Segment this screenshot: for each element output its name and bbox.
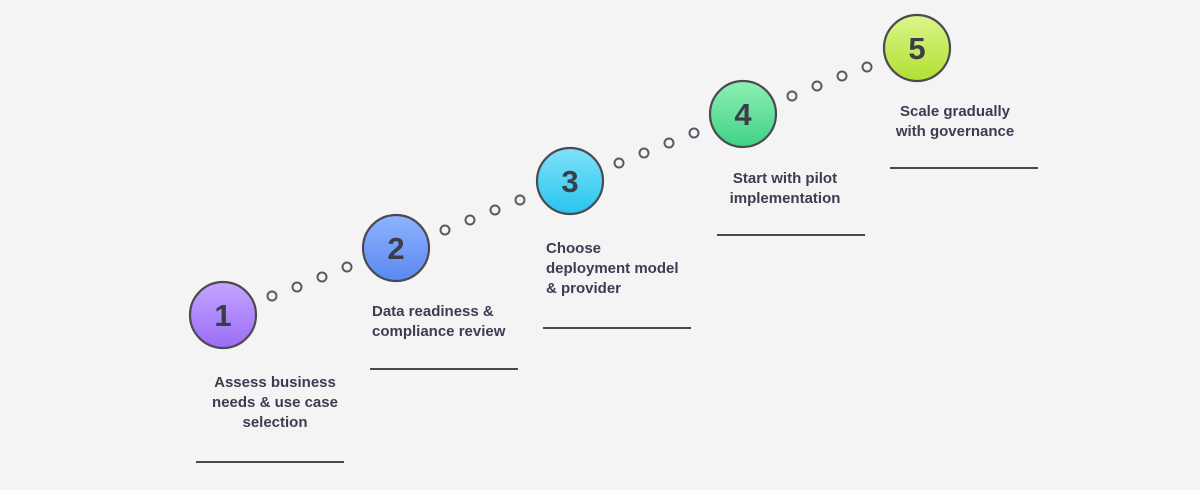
connector-dot bbox=[688, 127, 700, 139]
step-3-label: Choose deployment model & provider bbox=[546, 239, 679, 299]
connector-dot bbox=[836, 70, 848, 82]
connector-dots-1-2 bbox=[266, 261, 353, 302]
step-1-underline bbox=[196, 461, 344, 463]
step-5-marker: 5 bbox=[882, 13, 952, 83]
step-1-label-line: needs & use case bbox=[212, 394, 338, 411]
step-4-label-line: implementation bbox=[729, 190, 841, 207]
step-5-underline bbox=[890, 167, 1038, 169]
step-1-label-line: Assess business bbox=[214, 374, 336, 391]
step-3-label-line: Choose bbox=[546, 240, 602, 257]
step-5-number: 5 bbox=[908, 31, 925, 66]
step-1-label: Assess business needs & use case selecti… bbox=[190, 373, 360, 433]
step-2-number: 2 bbox=[387, 231, 404, 266]
step-2-label: Data readiness & compliance review bbox=[372, 302, 505, 342]
step-3-marker: 3 bbox=[535, 146, 605, 216]
step-4-underline bbox=[717, 234, 865, 236]
connector-dot bbox=[439, 224, 451, 236]
connector-dot bbox=[638, 147, 650, 159]
step-5-label-line: Scale gradually bbox=[899, 103, 1011, 120]
step-4-label: Start with pilot implementation bbox=[710, 169, 860, 209]
step-2-label-line: Data readiness & bbox=[372, 303, 494, 320]
connector-dots-3-4 bbox=[613, 127, 700, 169]
connector-dot bbox=[316, 271, 328, 283]
connector-dots-2-3 bbox=[439, 194, 526, 236]
step-1-marker: 1 bbox=[188, 280, 258, 350]
connector-dot bbox=[266, 290, 278, 302]
connector-dot bbox=[514, 194, 526, 206]
step-5-label: Scale gradually with governance bbox=[880, 102, 1030, 142]
step-5-label-line: with governance bbox=[895, 123, 1015, 140]
step-5-circle bbox=[882, 13, 952, 83]
connector-dot bbox=[663, 137, 675, 149]
step-3-number: 3 bbox=[561, 164, 578, 199]
step-1-number: 1 bbox=[214, 298, 231, 333]
connector-dot bbox=[786, 90, 798, 102]
connector-dot bbox=[464, 214, 476, 226]
connector-dot bbox=[489, 204, 501, 216]
step-4-label-line: Start with pilot bbox=[732, 170, 838, 187]
step-4-circle bbox=[708, 79, 778, 149]
connector-dots-4-5 bbox=[786, 61, 873, 102]
step-2-circle bbox=[361, 213, 431, 283]
step-3-label-line: & provider bbox=[546, 280, 622, 297]
connector-dot bbox=[861, 61, 873, 73]
connector-dot bbox=[811, 80, 823, 92]
step-3-underline bbox=[543, 327, 691, 329]
connector-dot bbox=[341, 261, 353, 273]
step-4-number: 4 bbox=[734, 97, 752, 132]
step-2-marker: 2 bbox=[361, 213, 431, 283]
connector-dot bbox=[291, 281, 303, 293]
step-2-label-line: compliance review bbox=[372, 323, 506, 340]
step-3-circle bbox=[535, 146, 605, 216]
step-2-underline bbox=[370, 368, 518, 370]
step-3-label-line: deployment model bbox=[546, 260, 679, 277]
step-4-marker: 4 bbox=[708, 79, 778, 149]
step-1-label-line: selection bbox=[242, 414, 308, 431]
step-1-circle bbox=[188, 280, 258, 350]
connector-dot bbox=[613, 157, 625, 169]
